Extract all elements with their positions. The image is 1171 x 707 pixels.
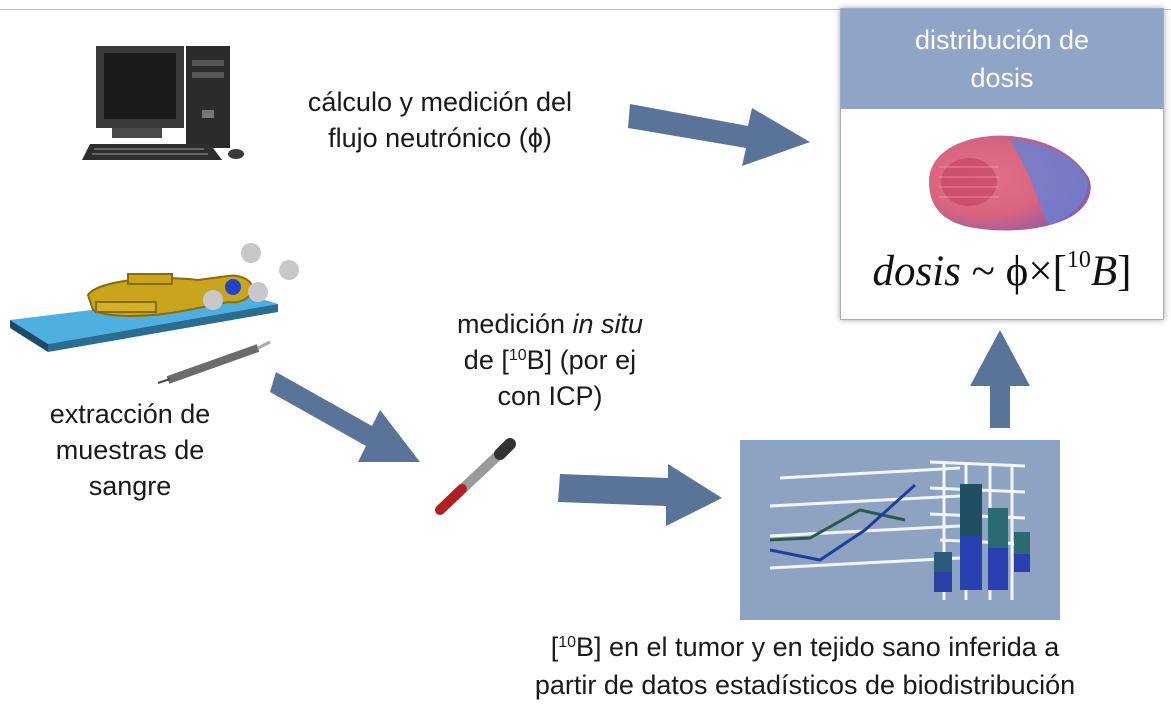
- formula-isotope-sup: 10: [1066, 247, 1091, 273]
- biodistribution-label: [10B] en el tumor y en tejido sano infer…: [450, 628, 1160, 704]
- arrow-extraction-to-measurement: [270, 372, 420, 462]
- test-tube-icon: [435, 438, 516, 515]
- formula-phi: ϕ: [1005, 248, 1029, 295]
- dose-formula: dosis ~ ϕ×[10B]: [841, 247, 1163, 296]
- arrow-flux-to-dose: [628, 104, 810, 166]
- formula-close: ]: [1117, 248, 1132, 295]
- computer-icon: [82, 46, 244, 160]
- statistics-chart-image: [740, 440, 1060, 620]
- dose-distribution-panel: distribución de dosis dosis ~ ϕ×[10B]: [840, 8, 1164, 320]
- biodistribution-line2: partir de datos estadísticos de biodistr…: [534, 670, 1076, 700]
- blood-extraction-line3: sangre: [88, 471, 172, 501]
- in-situ-measurement-line2: de [10B] (por ej: [463, 345, 637, 375]
- flux-calculation-label: cálculo y medición del flujo neutrónico …: [240, 84, 640, 156]
- flux-calculation-line2: flujo neutrónico (ϕ): [328, 123, 552, 153]
- in-situ-measurement-line1: medición in situ: [456, 309, 644, 339]
- formula-dose: dosis: [872, 248, 961, 295]
- patient-on-table-image: [10, 243, 299, 384]
- in-situ-measurement-label: medición in situ de [10B] (por ej con IC…: [400, 306, 700, 414]
- blood-extraction-line1: extracción de: [49, 399, 211, 429]
- formula-boron: B: [1090, 248, 1118, 295]
- blood-extraction-line2: muestras de: [55, 435, 205, 465]
- dose-panel-title-line2: dosis: [970, 63, 1034, 93]
- head-dose-map-image: [929, 135, 1091, 231]
- formula-tilde: ~: [960, 248, 1006, 295]
- in-situ-measurement-line3: con ICP): [497, 381, 603, 411]
- flux-calculation-line1: cálculo y medición del: [307, 87, 573, 117]
- dose-panel-header: distribución de dosis: [841, 9, 1163, 109]
- blood-extraction-label: extracción de muestras de sangre: [0, 396, 260, 504]
- arrow-measurement-to-statistics: [558, 464, 722, 526]
- formula-times: ×[: [1028, 248, 1067, 295]
- dose-panel-title-line1: distribución de: [914, 25, 1090, 55]
- biodistribution-line1: [10B] en el tumor y en tejido sano infer…: [550, 632, 1060, 662]
- arrow-chart-to-dose: [970, 330, 1030, 428]
- top-divider: [0, 9, 1171, 10]
